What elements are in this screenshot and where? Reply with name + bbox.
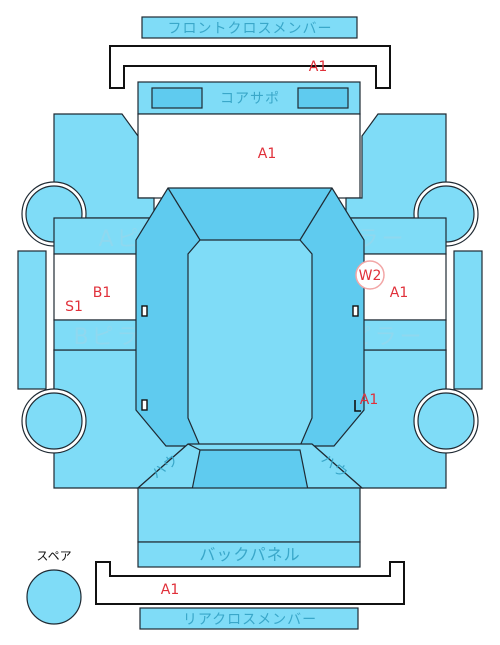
front-bracket[interactable] [109,45,391,89]
rear-bracket[interactable] [95,561,405,605]
left-lower-marker [141,399,148,411]
core-support-right-slot [297,87,349,109]
left-side-sill[interactable] [17,250,47,390]
w2-circle [355,260,385,290]
front-compartment[interactable] [137,113,361,199]
right-lower-a1-mark: A1 [360,392,378,408]
front-cross-member-label: フロントクロスメンバー [168,21,333,37]
right-rear-wheel[interactable] [417,392,475,450]
rear-cross-member-bar[interactable] [139,607,359,630]
rear-cross-member-label: リアクロスメンバー [183,612,317,628]
right-side-sill[interactable] [453,250,483,390]
core-support-left-slot [151,87,203,109]
front-cross-member-bar[interactable] [141,16,358,39]
right-upper-a1-mark: A1 [390,285,408,301]
right-w2-mark: W2 [359,268,382,284]
left-front-door[interactable] [53,253,152,321]
back-panel-label: バックパネル [199,545,300,564]
trunk-floor[interactable] [191,449,309,491]
right-upper-marker [352,305,359,317]
roof-panel[interactable] [187,239,313,447]
left-upper-marker [141,305,148,317]
core-area-mark: A1 [258,146,276,162]
left-s1-mark: S1 [65,299,83,315]
right-lower-marker [354,400,361,412]
back-upper[interactable] [137,487,361,543]
rear-bracket-mark: A1 [161,582,179,598]
back-panel-bar[interactable] [137,541,361,568]
left-rear-wheel[interactable] [25,392,83,450]
spare-tire[interactable] [26,569,82,625]
core-support-label: コアサポ [220,91,280,107]
front-bracket-mark: A1 [309,59,327,75]
left-b1-mark: B1 [93,285,112,301]
spare-label: スペア [36,549,71,563]
